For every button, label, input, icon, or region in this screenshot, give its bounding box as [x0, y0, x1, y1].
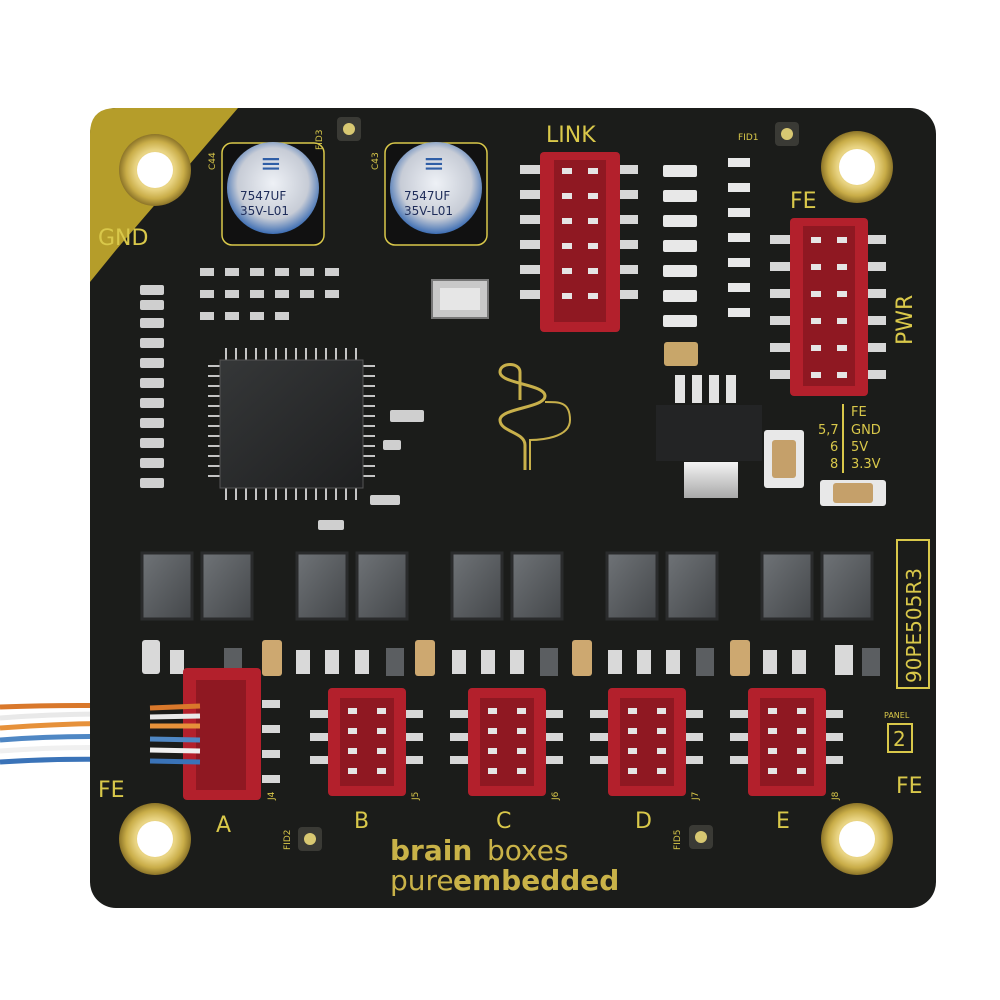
left-passives — [140, 268, 424, 530]
serpentine-trace — [498, 363, 547, 470]
svg-text:35V-L01: 35V-L01 — [240, 204, 289, 218]
fid5-label: FID5 — [673, 830, 683, 851]
fid3-label: FID3 — [315, 130, 325, 151]
part-number-box: 90PE505R3 — [896, 539, 930, 689]
connector-letter-e: E — [776, 809, 790, 834]
microcontroller-chip — [208, 348, 375, 500]
voltage-regulator — [656, 375, 762, 498]
svg-text:35V-L01: 35V-L01 — [404, 204, 453, 218]
connector-letter-b: B — [354, 809, 369, 834]
svg-text:FE: FE — [851, 405, 867, 420]
svg-text:brain: brain — [390, 834, 472, 867]
svg-text:boxes: boxes — [487, 834, 569, 867]
panel-box: PANEL 2 — [884, 711, 913, 753]
fid1-label: FID1 — [738, 133, 759, 143]
c44-brand-icon: ≡ — [260, 149, 282, 179]
svg-text:C43: C43 — [371, 152, 381, 170]
svg-text:2: 2 — [893, 727, 906, 751]
fid2-label: FID2 — [283, 830, 293, 851]
svg-text:5V: 5V — [851, 440, 868, 455]
gnd-label: GND — [98, 226, 148, 251]
resistor-column — [663, 158, 750, 327]
svg-text:GND: GND — [851, 423, 881, 438]
pcb-board — [90, 108, 936, 908]
c43-brand-icon: ≡ — [423, 149, 445, 179]
fiducials — [298, 117, 799, 851]
connector-e — [730, 688, 843, 796]
svg-text:3.3V: 3.3V — [851, 457, 881, 472]
wire-ends — [149, 703, 201, 765]
svg-text:pure: pure — [390, 864, 454, 897]
svg-text:C44: C44 — [208, 152, 218, 170]
connector-b — [310, 688, 423, 796]
connector-refs: J4 J5 J6 J7 J8 — [267, 791, 841, 801]
link-connector — [520, 152, 638, 332]
svg-text:7547UF: 7547UF — [240, 189, 286, 203]
svg-text:5,7: 5,7 — [818, 423, 839, 438]
connector-letter-c: C — [496, 809, 511, 834]
right-capacitors — [664, 342, 886, 506]
connector-c — [450, 688, 563, 796]
svg-text:J8: J8 — [831, 791, 841, 801]
fe-label-left: FE — [98, 778, 125, 803]
inductor-row — [140, 551, 874, 621]
svg-text:J7: J7 — [691, 792, 701, 801]
fe-label-top: FE — [790, 189, 817, 214]
svg-text:J5: J5 — [411, 792, 421, 801]
svg-text:J4: J4 — [267, 791, 277, 801]
pwr-label: PWR — [893, 295, 918, 345]
brand-logo: brain boxes pure embedded — [390, 834, 619, 897]
svg-text:8: 8 — [830, 457, 838, 472]
fe-label-right: FE — [896, 774, 923, 799]
svg-text:6: 6 — [830, 440, 838, 455]
connector-letter-d: D — [635, 809, 652, 834]
connector-d — [590, 688, 703, 796]
svg-text:J6: J6 — [551, 791, 561, 801]
capacitor-c43: ≡ 7547UF 35V-L01 C43 — [371, 142, 488, 246]
connector-a — [183, 668, 280, 800]
mounting-holes — [119, 131, 893, 875]
pinout-legend: FE 5,7 GND 6 5V 8 3.3V — [818, 404, 881, 473]
link-label: LINK — [546, 123, 596, 148]
crystal-oscillator — [431, 279, 489, 319]
connector-letter-a: A — [216, 813, 231, 838]
svg-text:embedded: embedded — [453, 864, 619, 897]
power-connector — [770, 218, 886, 396]
svg-text:7547UF: 7547UF — [404, 189, 450, 203]
svg-text:90PE505R3: 90PE505R3 — [902, 568, 926, 683]
svg-text:PANEL: PANEL — [884, 711, 910, 720]
connector-letters: A B C D E — [216, 809, 790, 838]
capacitor-c44: ≡ 7547UF 35V-L01 C44 — [208, 142, 325, 246]
